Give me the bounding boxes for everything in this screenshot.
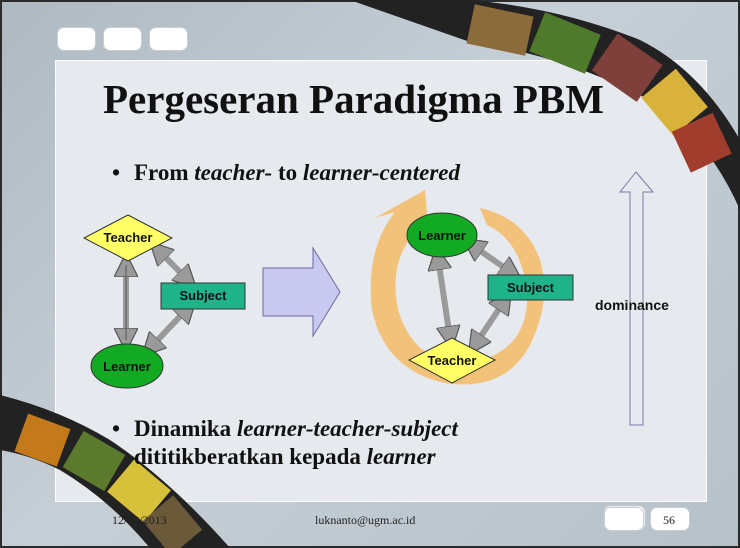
footer-tab [604,507,644,531]
bullet2-italic1: learner-teacher-subject [236,416,458,441]
bullet2-prefix: Dinamika [134,416,237,441]
dominance-arrow [618,171,655,426]
transition-arrow [262,246,341,338]
slide-title: Pergeseran Paradigma PBM [103,76,604,122]
bullet-text-prefix: From [134,160,195,185]
subject-box [160,282,246,310]
learner-label: Learner [103,359,151,374]
footer-page-number: 56 [663,513,675,527]
learner-ellipse-right [406,212,478,258]
learner-label-right: Learner [418,228,466,243]
bullet-symbol-2: • [112,416,121,441]
decorative-tab [57,27,96,51]
decorative-tab [103,27,142,51]
teacher-label-right: Teacher [427,353,477,368]
subject-label: Subject [179,288,227,303]
decorative-tab [149,27,188,51]
bullet-symbol: • [112,160,121,185]
bullet2-italic2: learner [366,444,436,469]
bullet-text-learner: learner-centered [302,160,460,185]
bullet2-line2-prefix: dititikberatkan kepada [134,444,367,469]
bullet-from-teacher-to-learner: • From teacher- to learner-centered [112,160,460,186]
footer-tab [650,507,690,531]
subject-label-right: Subject [507,280,554,295]
footer-email: luknanto@ugm.ac.id [315,513,416,527]
learner-ellipse [90,343,164,389]
bullet-text-teacher: teacher- [194,160,273,185]
bullet-text-mid: to [272,160,303,185]
teacher-label: Teacher [103,230,153,245]
subject-box-right [487,274,574,301]
teacher-diamond [82,214,174,262]
bullet-dinamika: • Dinamika learner-teacher-subject dititi… [112,415,458,471]
footer-date: 12/19/2013 [112,513,167,527]
teacher-diamond-right [407,337,497,384]
dominance-label: dominance [595,297,669,313]
